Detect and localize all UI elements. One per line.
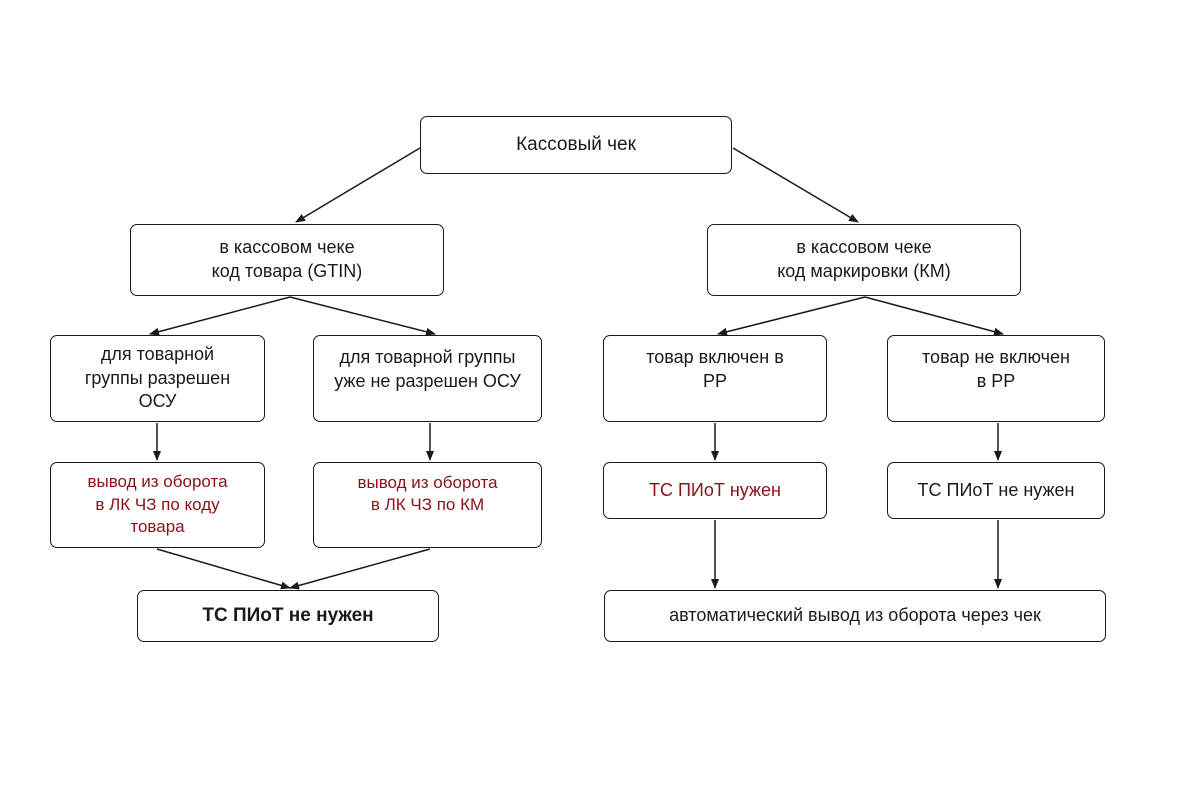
arrow-km-to-rr-included [717,296,866,336]
node-text: уже не разрешен ОСУ [334,370,521,391]
node-text: в РР [976,370,1016,391]
arrow-withdraw-km-to-piot-not-needed [289,548,431,590]
node-osu-allowed: для товарной группы разрешен ОСУ [50,335,265,422]
node-rr-not-included: товар не включен в РР [887,335,1105,422]
node-ts-piot-not-needed-right: ТС ПИоТ не нужен [887,462,1105,519]
node-text: вывод из оборота [357,473,498,492]
arrow-root-to-km [732,147,859,223]
node-text: ТС ПИоТ не нужен [202,605,374,627]
node-text: для товарной группы [339,347,516,367]
node-text: код маркировки (КМ) [777,261,951,281]
node-text: в кассовом чеке [796,237,932,258]
node-text: для товарной [100,343,215,364]
node-text: ТС ПИоТ нужен [648,479,781,500]
node-osu-not-allowed: для товарной группы уже не разрешен ОСУ [313,335,542,422]
node-text: в ЛК ЧЗ по КМ [370,495,485,515]
arrow-gtin-to-osu-allowed [149,296,291,336]
node-text: РР [702,370,727,391]
node-text: товара [130,517,185,537]
node-ts-piot-needed: ТС ПИоТ нужен [603,462,827,519]
node-gtin-in-receipt: в кассовом чеке код товара (GTIN) [130,224,444,296]
arrow-gtin-to-osu-not-allowed [289,296,436,336]
node-cash-receipt: Кассовый чек [420,116,732,174]
arrow-root-to-gtin [295,147,421,223]
node-text: Кассовый чек [516,134,636,156]
node-text: ОСУ [138,391,177,412]
node-text: в кассовом чеке [219,237,355,258]
node-ts-piot-not-needed-left: ТС ПИоТ не нужен [137,590,439,642]
node-text: товар не включен [922,347,1070,367]
arrow-withdraw-code-to-piot-not-needed [156,548,291,590]
node-text: автоматический вывод из оборота через че… [669,605,1041,626]
node-withdraw-by-km: вывод из оборота в ЛК ЧЗ по КМ [313,462,542,548]
node-text: вывод из оборота [87,472,228,492]
node-km-in-receipt: в кассовом чеке код маркировки (КМ) [707,224,1021,296]
arrow-km-to-rr-not-included [864,296,1004,336]
node-text: товар включен в [646,347,784,367]
node-text: в ЛК ЧЗ по коду [95,494,220,514]
node-text: ТС ПИоТ не нужен [917,479,1075,500]
node-auto-withdraw-via-receipt: автоматический вывод из оборота через че… [604,590,1106,642]
node-text: код товара (GTIN) [211,261,363,281]
node-withdraw-by-product-code: вывод из оборота в ЛК ЧЗ по коду товара [50,462,265,548]
node-rr-included: товар включен в РР [603,335,827,422]
node-text: группы разрешен [84,367,231,388]
